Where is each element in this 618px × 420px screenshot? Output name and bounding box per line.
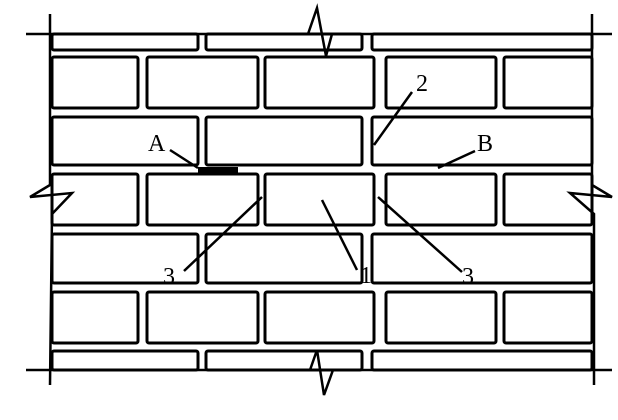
- bricks: [50, 32, 594, 372]
- bottom-edge-line: [26, 349, 612, 396]
- brick: [50, 172, 140, 227]
- brick: [384, 290, 498, 345]
- brick: [204, 115, 364, 167]
- brick: [145, 55, 260, 110]
- leader-3-right: [377, 196, 463, 273]
- leader-b: [437, 149, 476, 170]
- brick: [50, 55, 140, 110]
- label-2: 2: [416, 71, 428, 97]
- brick: [204, 32, 364, 52]
- brick: [502, 55, 594, 110]
- mortar-joint-a-mark: [198, 167, 238, 173]
- top-break-line: [26, 3, 612, 57]
- brick: [50, 32, 200, 52]
- brick: [50, 290, 140, 345]
- leader-2: [372, 91, 414, 146]
- brick: [50, 115, 200, 167]
- brick: [370, 349, 594, 372]
- brick: [502, 172, 594, 227]
- brick: [263, 290, 376, 345]
- right-wall-edge: [566, 14, 613, 385]
- brick: [370, 232, 594, 285]
- leader-a: [169, 148, 199, 170]
- label-b: B: [477, 131, 493, 157]
- leader-3-left: [183, 196, 263, 272]
- brick: [50, 232, 200, 285]
- label-3-right: 3: [462, 264, 474, 290]
- brick: [204, 349, 364, 372]
- label-a: A: [148, 131, 166, 157]
- brick: [263, 172, 376, 227]
- brick: [502, 290, 594, 345]
- label-3-left: 3: [163, 264, 175, 290]
- brick: [384, 55, 498, 110]
- brick: [384, 172, 498, 227]
- brick: [263, 55, 376, 110]
- left-wall-edge: [29, 14, 76, 386]
- label-1: 1: [360, 263, 372, 289]
- brick: [145, 290, 260, 345]
- leader-1: [320, 199, 359, 271]
- brick: [50, 349, 200, 372]
- brick: [370, 32, 594, 52]
- brick: [204, 232, 364, 285]
